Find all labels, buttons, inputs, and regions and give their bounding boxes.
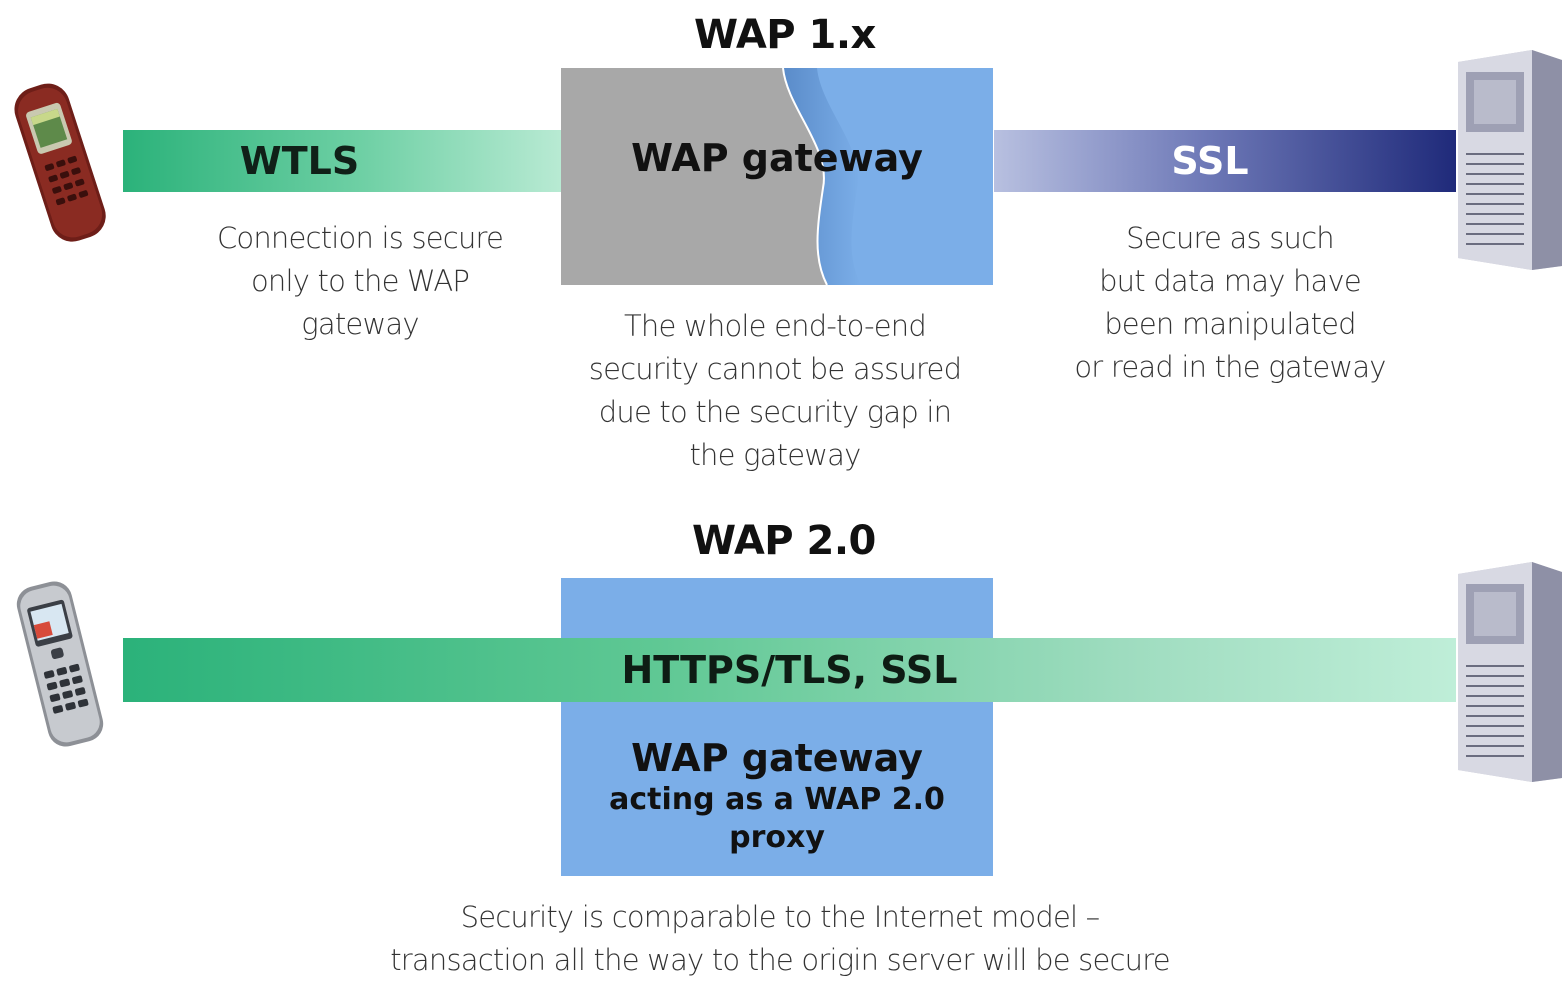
wap1-gateway-label: WAP gateway — [631, 136, 923, 180]
note-line: transaction all the way to the origin se… — [390, 943, 1170, 977]
note-line: or read in the gateway — [1074, 350, 1386, 384]
server-icon — [1458, 562, 1562, 782]
note-line: Connection is secure — [216, 221, 504, 255]
wap2-gateway-sub: proxy — [729, 820, 825, 855]
wap1-title: WAP 1.x — [694, 12, 876, 58]
note-line: gateway — [301, 307, 419, 341]
mobile-phone-icon — [16, 581, 104, 747]
wap2-title: WAP 2.0 — [692, 518, 876, 564]
wtls-label: WTLS — [239, 139, 360, 183]
mobile-phone-icon — [14, 83, 106, 242]
wap1-center-note: The whole end-to-end security cannot be … — [540, 305, 1010, 477]
note-line: The whole end-to-end — [624, 309, 927, 343]
note-line: security cannot be assured — [588, 352, 962, 386]
note-line: due to the security gap in — [598, 395, 952, 429]
note-line: Security is comparable to the Internet m… — [460, 900, 1101, 934]
note-line: but data may have — [1099, 264, 1362, 298]
https-label: HTTPS/TLS, SSL — [621, 648, 958, 692]
wap1-right-note: Secure as such but data may have been ma… — [1040, 217, 1420, 389]
note-line: Secure as such — [1126, 221, 1334, 255]
wap2-gateway-sub: acting as a WAP 2.0 — [609, 782, 945, 817]
note-line: only to the WAP — [250, 264, 470, 298]
note-line: the gateway — [689, 438, 861, 472]
ssl-label: SSL — [1171, 139, 1249, 183]
wap2-gateway-title: WAP gateway — [631, 736, 923, 780]
wap2-gateway-box — [561, 578, 993, 876]
ssl-band: SSL — [994, 130, 1456, 192]
note-line: been manipulated — [1104, 307, 1356, 341]
wtls-band: WTLS — [123, 130, 561, 192]
wap1-gateway-box: WAP gateway — [561, 68, 993, 285]
wap2-gateway-label: WAP gateway acting as a WAP 2.0 proxy — [561, 735, 993, 857]
wap1-left-note: Connection is secure only to the WAP gat… — [180, 217, 540, 346]
https-band: HTTPS/TLS, SSL — [123, 638, 1456, 702]
server-icon — [1458, 50, 1562, 270]
wap2-bottom-note: Security is comparable to the Internet m… — [280, 896, 1280, 982]
